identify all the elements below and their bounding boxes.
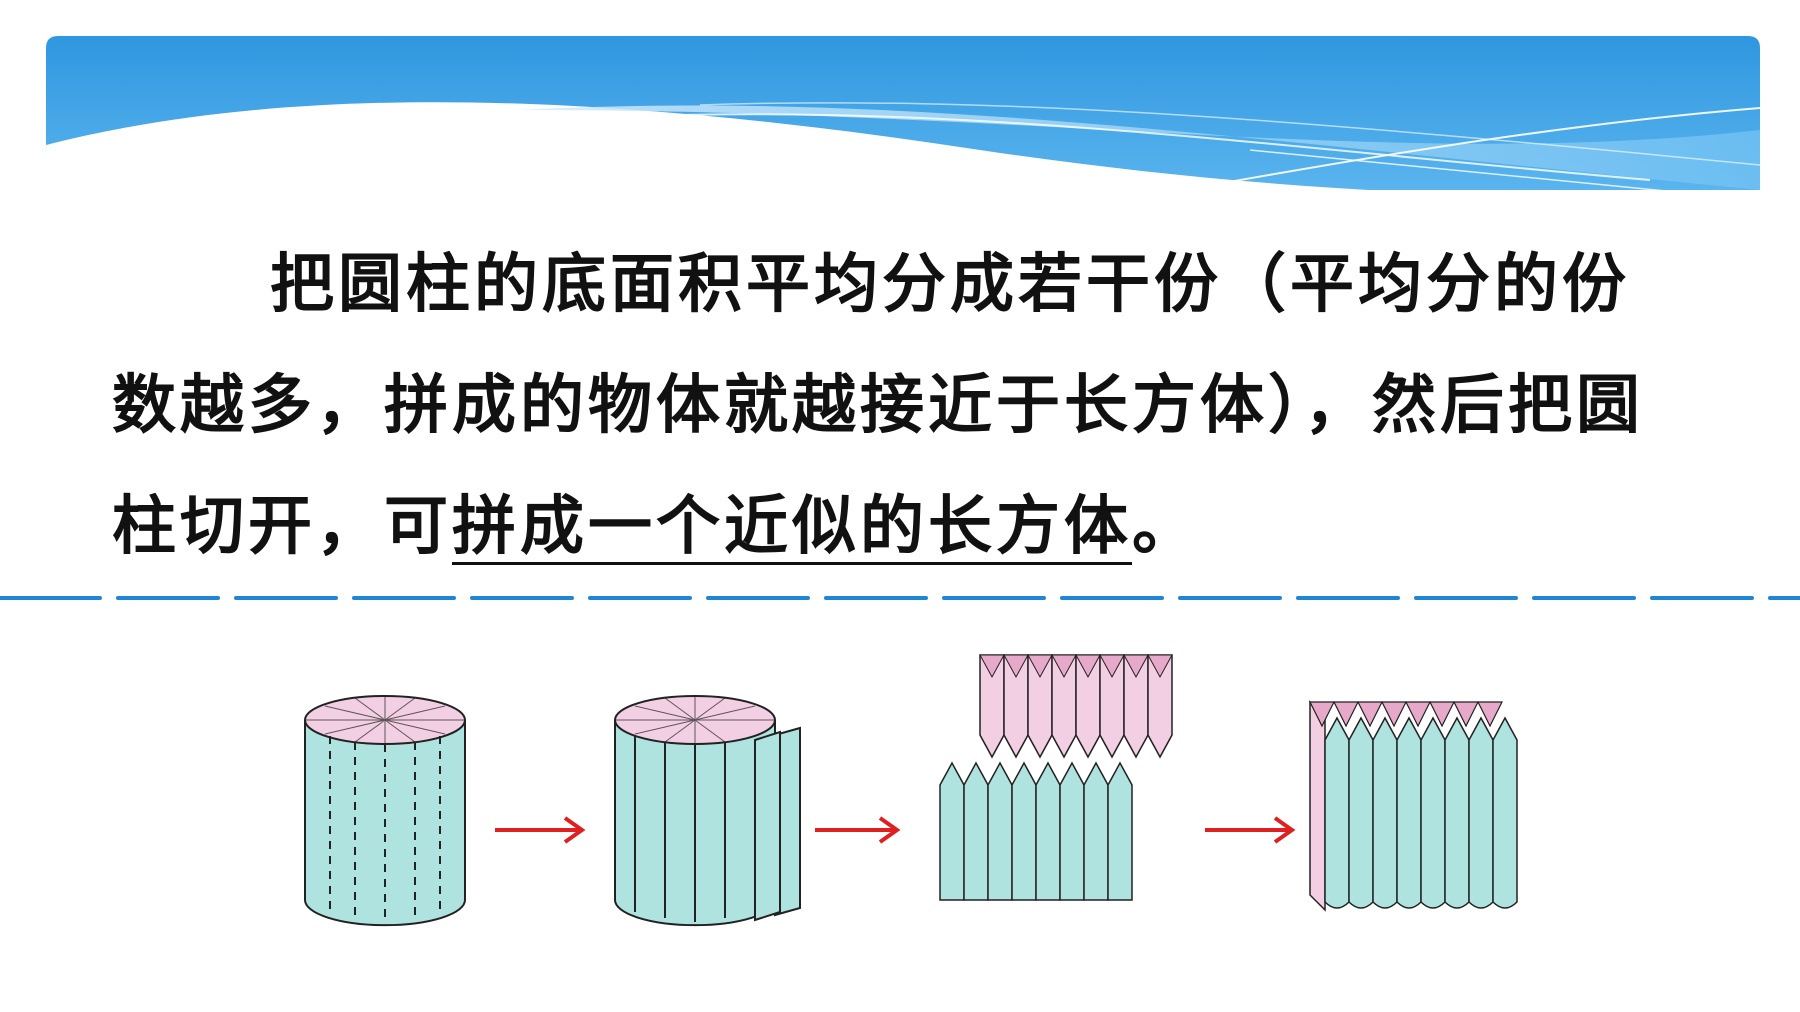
cuboid-teal-strip — [1444, 716, 1470, 909]
cuboid-teal-strip — [1492, 716, 1518, 909]
cylinder-to-cuboid-diagram — [304, 654, 1518, 927]
cuboid-teal-strip — [1396, 716, 1422, 909]
cuboid-pink-tip — [1357, 701, 1383, 728]
cuboid-pink-tip — [1429, 701, 1455, 728]
pink-sector-tip — [1027, 654, 1053, 679]
pink-sector-tip — [1003, 654, 1029, 679]
teal-sector-strip — [987, 761, 1013, 901]
upper-half-sectors — [979, 654, 1173, 759]
red-arrow-2 — [815, 816, 901, 844]
pink-sector-tip — [1075, 654, 1101, 679]
red-arrow-1 — [495, 816, 586, 844]
explanation-paragraph: 把圆柱的底面积平均分成若干份（平均分的份数越多，拼成的物体就越接近于长方体），然… — [112, 224, 1692, 587]
cylinder-cut-into-sectors — [614, 695, 801, 927]
approximate-cuboid — [1309, 700, 1518, 912]
paragraph-end: 。 — [1132, 489, 1200, 564]
cuboid-teal-strip — [1468, 716, 1494, 909]
cuboid-teal-strip — [1420, 716, 1446, 909]
teal-sector-strip — [1011, 761, 1037, 901]
cylinder-with-dashed-cuts — [304, 695, 466, 927]
cuboid-side-face — [1309, 700, 1326, 912]
cuboid-teal-strip — [1348, 716, 1374, 909]
teal-sector-strip — [1083, 761, 1109, 901]
pink-sector-tip — [1099, 654, 1125, 679]
cuboid-pink-tip — [1477, 701, 1503, 728]
pink-sector-tip — [1123, 654, 1149, 679]
teal-sector-strip — [1059, 761, 1085, 901]
cuboid-teal-strip — [1324, 716, 1350, 909]
lower-half-sectors — [939, 761, 1133, 901]
red-arrow-3 — [1205, 816, 1296, 844]
cuboid-teal-strip — [1372, 716, 1398, 909]
cuboid-pink-tip — [1381, 701, 1407, 728]
teal-sector-strip — [1035, 761, 1061, 901]
dashed-divider — [0, 596, 1800, 600]
teal-sector-strip — [963, 761, 989, 901]
cuboid-pink-tip — [1405, 701, 1431, 728]
pink-sector-tip — [1147, 654, 1173, 679]
teal-sector-strip — [1107, 761, 1133, 901]
cuboid-pink-tip — [1309, 701, 1335, 728]
paragraph-text: 把圆柱的底面积平均分成若干份（平均分的份数越多，拼成的物体就越接近于长方体），然… — [112, 247, 1644, 564]
pink-sector-tip — [979, 654, 1005, 679]
cuboid-pink-tip — [1333, 701, 1359, 728]
header-wave-banner — [46, 36, 1761, 240]
teal-sector-strip — [939, 761, 965, 901]
cuboid-pink-tip — [1453, 701, 1479, 728]
pink-sector-tip — [1051, 654, 1077, 679]
underlined-phrase: 拼成一个近似的长方体 — [452, 489, 1132, 564]
